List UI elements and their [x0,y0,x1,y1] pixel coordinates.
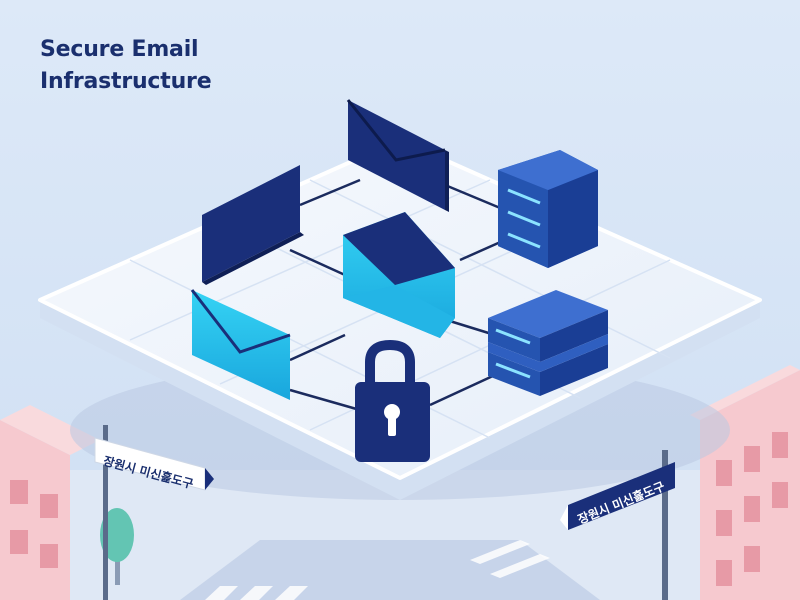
title-line-2: Infrastructure [40,69,212,94]
page-title: Secure Email Infrastructure [40,34,212,98]
server-icon-bottom [488,290,608,396]
padlock-icon [355,339,430,462]
left-building [0,405,100,600]
document-card-icon [202,165,304,285]
title-line-1: Secure Email [40,37,199,62]
tree-icon [100,508,134,585]
street-sign-right [560,450,675,600]
street-sign-left [94,425,214,600]
envelope-icon-center [343,212,455,338]
envelope-icon-left [190,289,291,400]
envelope-icon-top [346,99,449,212]
network-connections [289,178,506,412]
server-icon-top [498,150,598,268]
